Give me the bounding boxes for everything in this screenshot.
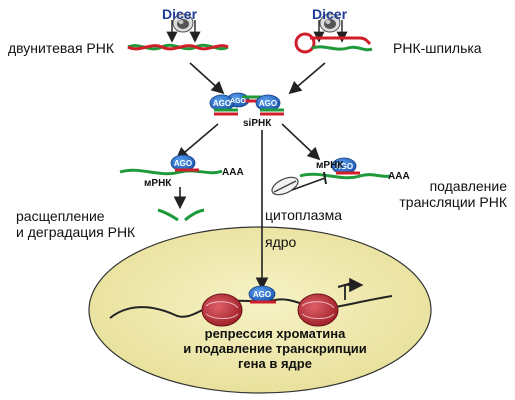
mrna-translation-complex: AGO [271,157,391,196]
mrna-cleavage-complex: AGO [119,154,223,176]
nucleosome-left [201,293,243,327]
translation-line2: трансляции РНК [399,194,507,210]
dsrna-strand [127,43,229,51]
ago-label-top: AGO [230,98,247,105]
mrna-left-label: мРНК [144,178,172,189]
ago-label-nuclear: AGO [253,290,271,299]
arrow-sirna-to-cleavage [175,123,219,161]
mrna-right-label: мРНК [316,160,344,171]
nucleus-description: репрессия хроматина и подавление транскр… [170,326,380,371]
hairpin-label: РНК-шпилька [393,40,482,56]
translation-line1: подавление [429,178,507,194]
cleaved-rna-fragments [157,208,205,222]
dicer-complex-left [166,13,201,43]
ago-label-mrna-left: AGO [174,159,192,168]
dicer-right-label: Dicer [312,6,348,22]
cleavage-line2: и деградация РНК [16,224,136,240]
nucleus-line2: и подавление транскрипции [183,341,367,356]
translation-repression-label: подавление трансляции РНК [395,178,507,210]
sirna-label: siРНК [243,118,272,129]
nucleus-line1: репрессия хроматина [204,326,346,341]
nucleus-line3: гена в ядре [238,356,312,371]
ago-nuclear-complex: AGO [248,285,276,304]
arrow-sirna-to-translation [281,123,321,161]
ago-label-right: AGO [259,99,277,108]
arrow-hairpin-to-sirna [288,62,326,95]
cytoplasm-label: цитоплазма [265,207,343,223]
hairpin-rna [294,32,373,54]
nucleus-label: ядро [265,234,297,250]
aaa-left-label: AAA [222,167,244,178]
nucleus-ellipse [88,226,432,394]
aaa-right-label: AAA [388,171,410,182]
dsrna-label: двунитевая РНК [8,40,115,56]
ago-label-mrna-right: AGO [335,162,353,171]
sirna-cluster: AGO AGO AGO [209,92,284,116]
dicer-left-label: Dicer [162,6,198,22]
nucleosome-right [297,293,339,327]
arrow-dsrna-to-sirna [189,62,225,95]
cleavage-line1: расщепление [16,208,105,224]
cleavage-label: расщепление и деградация РНК [16,208,135,240]
ago-label-left: AGO [213,99,231,108]
